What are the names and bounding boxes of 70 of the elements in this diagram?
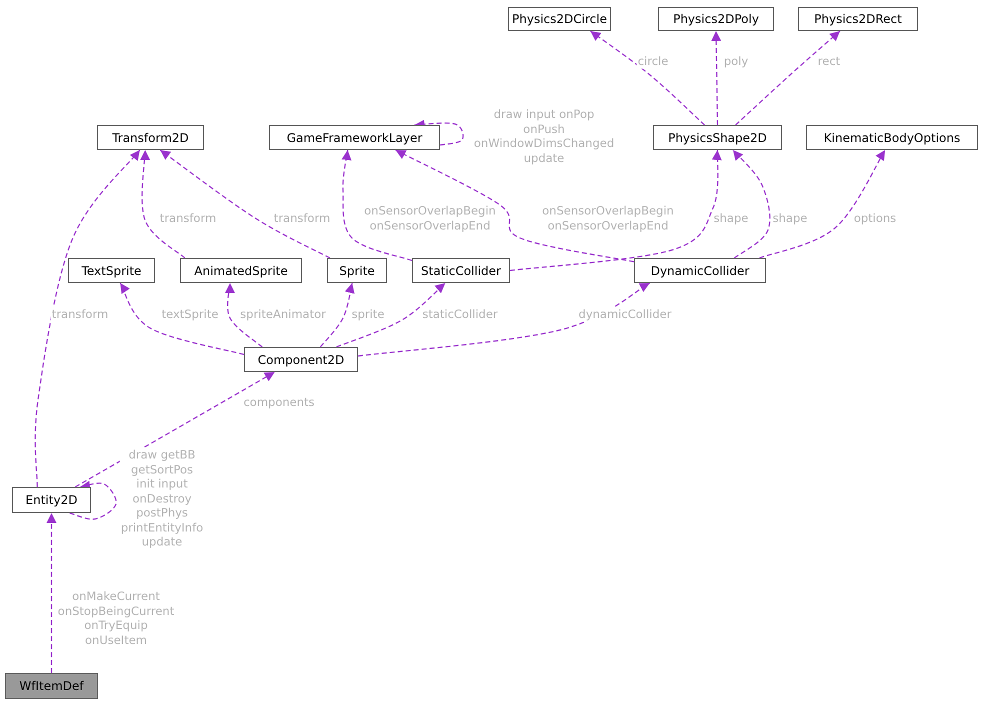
class-name: Physics2DRect bbox=[814, 12, 902, 26]
dependency-arrow bbox=[510, 150, 722, 272]
edge-label: draw input onPop onPush onWindowDimsChanged update bbox=[472, 107, 616, 165]
class-name: KinematicBodyOptions bbox=[824, 130, 960, 144]
dependency-arrow bbox=[120, 282, 244, 356]
edge-label: poly bbox=[722, 54, 750, 68]
dependency-arrow bbox=[358, 282, 650, 357]
dependency-arrow bbox=[70, 480, 117, 520]
class-name: AnimatedSprite bbox=[194, 264, 288, 278]
class-name: Entity2D bbox=[26, 493, 78, 507]
edge-label: onSensorOverlapBegin onSensorOverlapEnd bbox=[541, 204, 675, 232]
class-name: DynamicCollider bbox=[650, 264, 750, 278]
edge-label: options bbox=[852, 210, 898, 226]
edge-label: shape bbox=[712, 210, 750, 226]
edge-label: staticCollider bbox=[421, 306, 499, 322]
dependency-arrow bbox=[160, 150, 330, 259]
dependency-arrow bbox=[336, 282, 446, 348]
dependency-arrow bbox=[590, 30, 705, 126]
class-name: Physics2DPoly bbox=[673, 12, 759, 26]
edge-label: dynamicCollider bbox=[578, 306, 672, 322]
class-name: Physics2DCircle bbox=[512, 12, 607, 26]
edge-label: components bbox=[242, 394, 316, 410]
dependency-arrow bbox=[414, 119, 464, 146]
class-box bbox=[653, 125, 782, 150]
class-name: WfItemDef bbox=[19, 679, 84, 693]
class-box bbox=[634, 258, 766, 283]
dependency-arrow bbox=[732, 150, 770, 258]
class-name: StaticCollider bbox=[421, 264, 501, 278]
class-name: Transform2D bbox=[112, 130, 189, 144]
edge-label: transform bbox=[50, 306, 110, 322]
dependency-arrow bbox=[224, 282, 263, 348]
dependency-arrow bbox=[74, 371, 276, 488]
class-box bbox=[68, 258, 155, 283]
dependency-arrow bbox=[395, 149, 634, 262]
dependency-arrow bbox=[711, 30, 722, 125]
dependency-arrow bbox=[320, 282, 355, 348]
dependency-arrow bbox=[759, 150, 886, 259]
edge-label: sprite bbox=[350, 306, 386, 322]
edge-label: rect bbox=[816, 54, 842, 68]
class-box bbox=[5, 673, 98, 699]
class-name: Sprite bbox=[339, 264, 375, 278]
dependency-arrow bbox=[735, 30, 840, 126]
edge-label: transform bbox=[272, 210, 332, 226]
class-box bbox=[412, 258, 510, 283]
dependency-arrow bbox=[46, 513, 56, 673]
class-box bbox=[806, 125, 978, 150]
class-box bbox=[658, 7, 774, 31]
class-box bbox=[244, 347, 358, 372]
class-box bbox=[798, 7, 918, 31]
class-name: PhysicsShape2D bbox=[668, 130, 767, 144]
class-box bbox=[180, 258, 302, 283]
edge-label: onSensorOverlapBegin onSensorOverlapEnd bbox=[363, 204, 497, 232]
class-name: GameFrameworkLayer bbox=[286, 130, 422, 144]
edge-label: spriteAnimator bbox=[239, 306, 327, 322]
class-name: TextSprite bbox=[82, 264, 142, 278]
edge-label: circle bbox=[636, 54, 670, 68]
edge-label: transform bbox=[158, 210, 218, 226]
class-box bbox=[97, 125, 204, 150]
edge-label: draw getBB getSortPos init input onDestroy postPhys printEntityInfo update bbox=[120, 447, 204, 549]
class-name: Component2D bbox=[258, 352, 344, 366]
edge-label: onMakeCurrent onStopBeingCurrent onTryEquip onUseItem bbox=[56, 589, 176, 647]
dependency-arrow bbox=[140, 150, 186, 258]
class-box bbox=[508, 7, 611, 31]
dependency-arrow bbox=[34, 150, 140, 488]
class-box bbox=[12, 487, 91, 513]
edge-label: textSprite bbox=[160, 306, 220, 322]
class-box bbox=[327, 258, 387, 283]
edge-label: shape bbox=[772, 210, 808, 226]
class-box bbox=[269, 125, 440, 150]
dependency-arrow bbox=[341, 150, 412, 262]
